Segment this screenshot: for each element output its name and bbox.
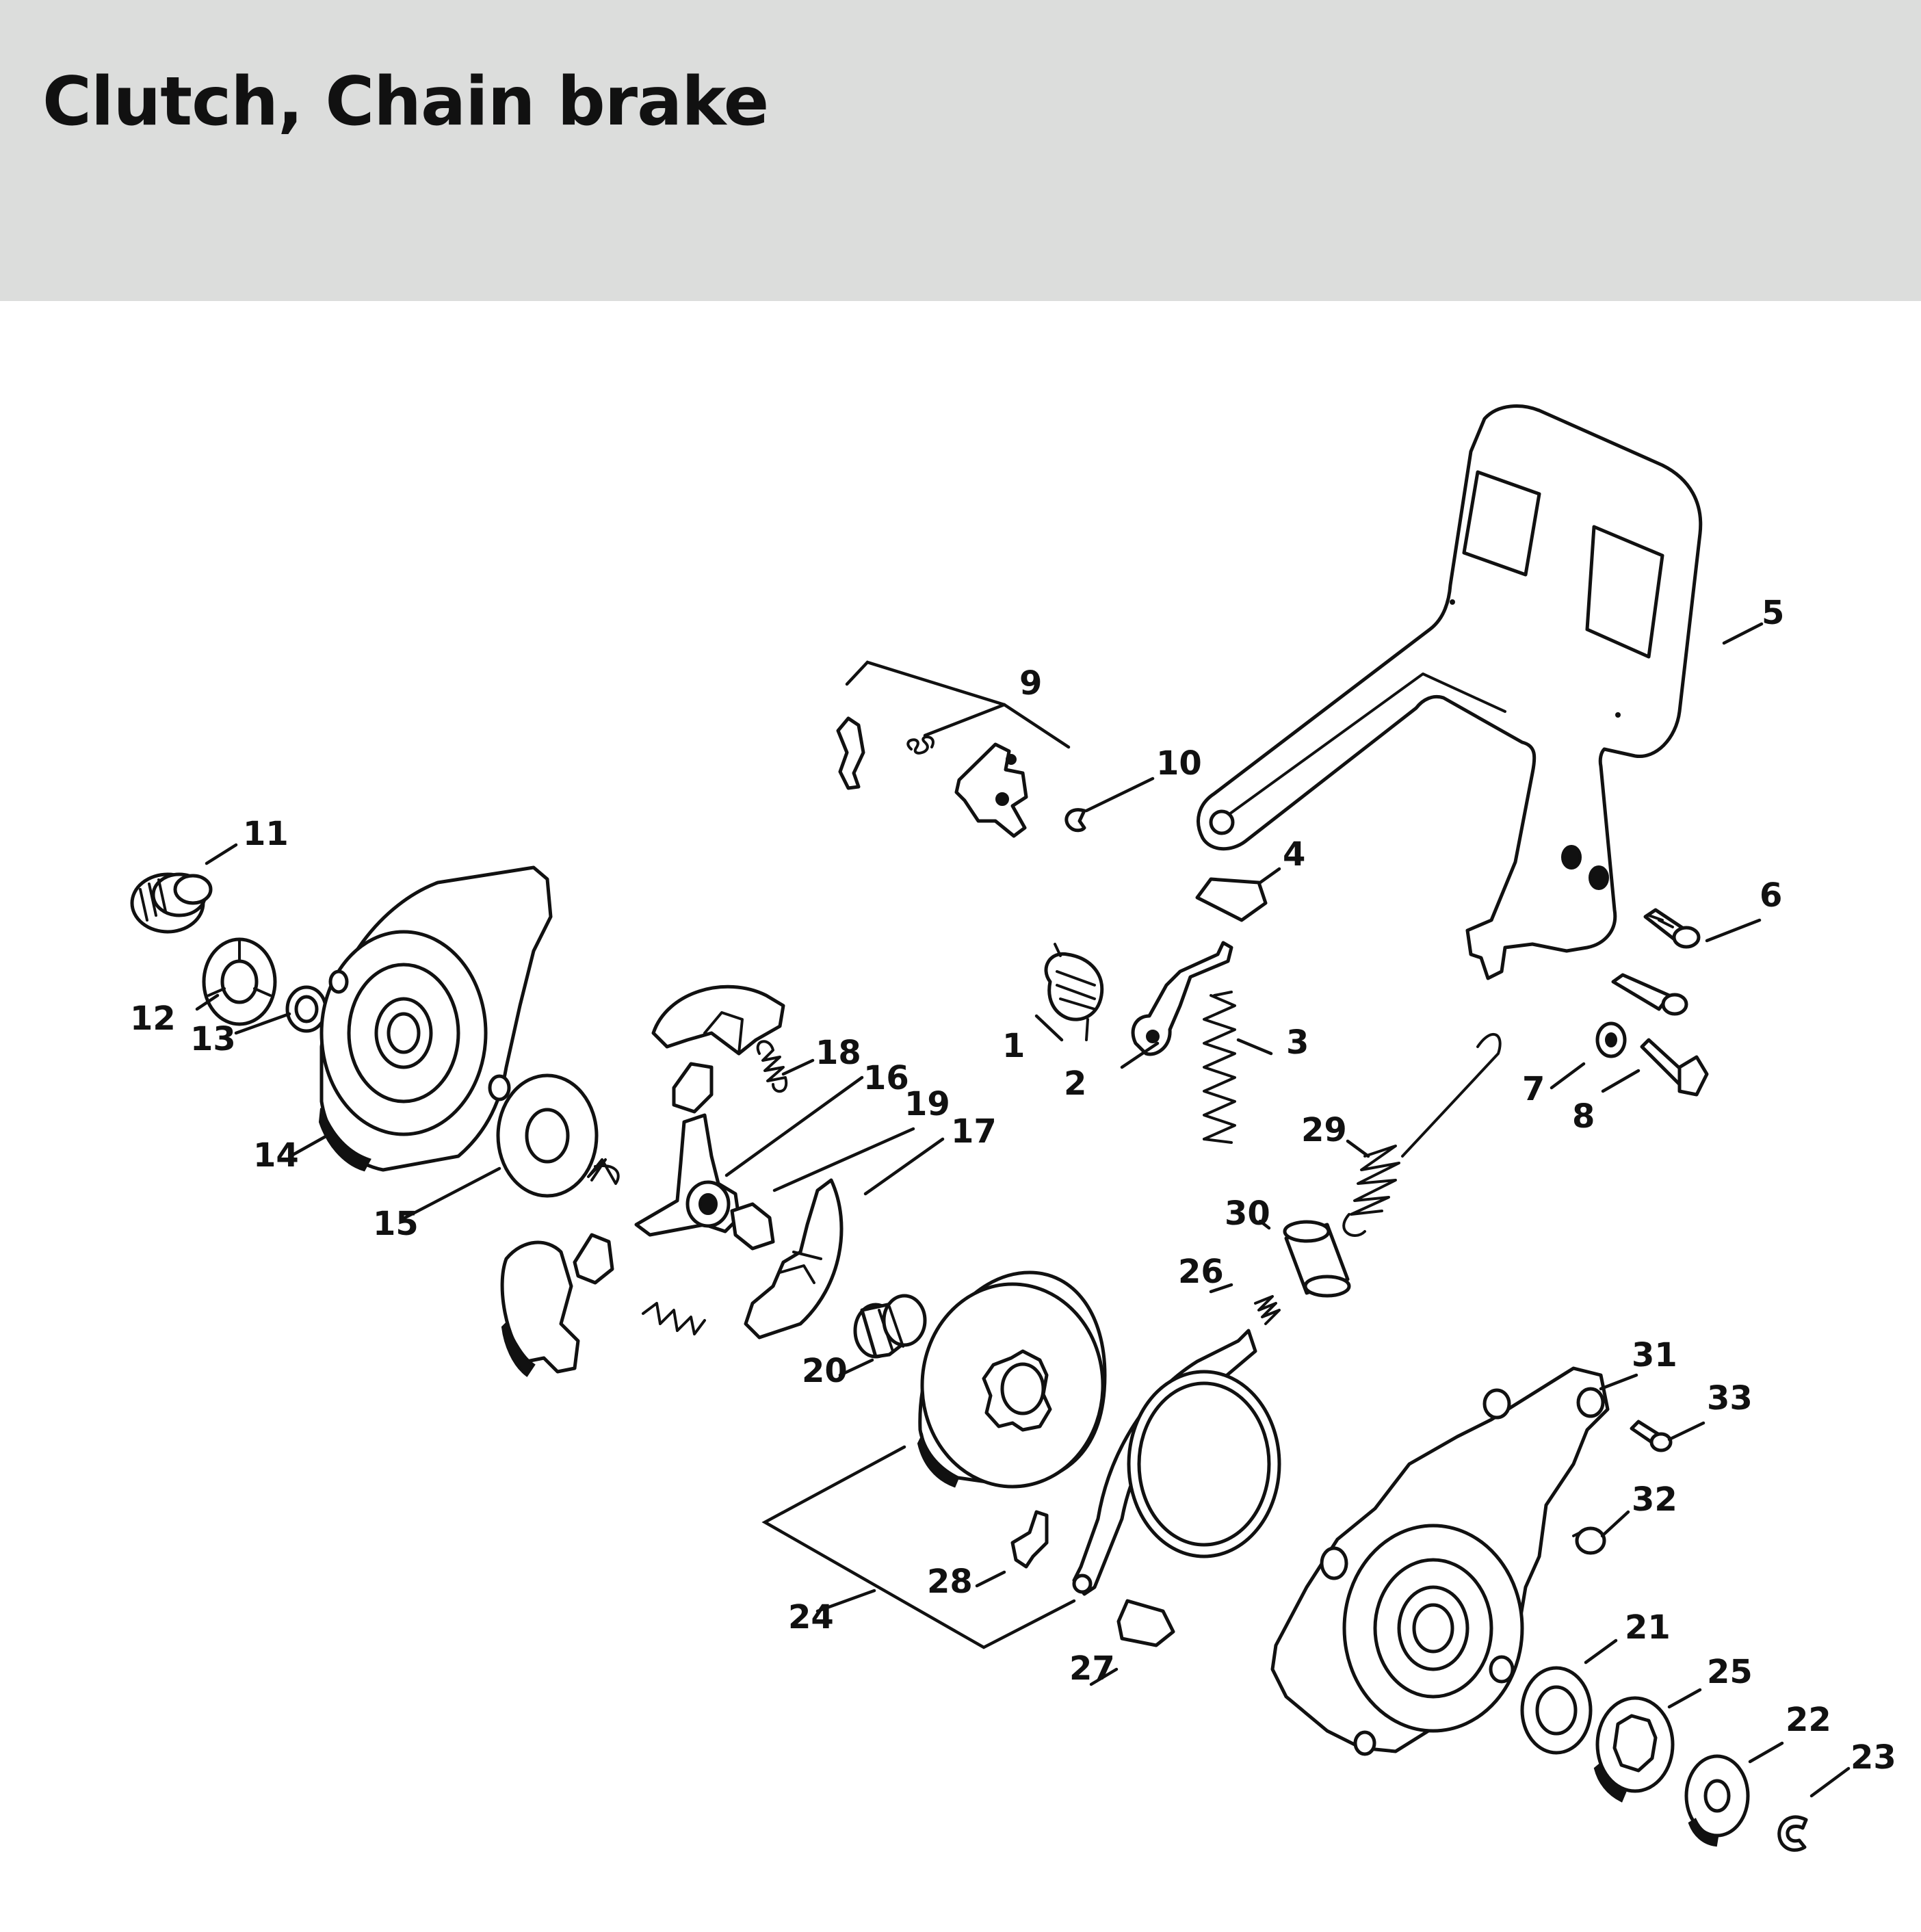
rim-sprocket-part: [1593, 1696, 1675, 1803]
bushing-part: [285, 985, 328, 1033]
callout-23: 23: [1851, 1738, 1896, 1777]
callout-10: 10: [1156, 744, 1202, 783]
callout-16: 16: [863, 1059, 909, 1097]
callout-4: 4: [1283, 835, 1305, 874]
carrier-part: [634, 1113, 775, 1251]
callout-17: 17: [951, 1112, 997, 1151]
callout-2: 2: [1064, 1065, 1086, 1103]
callout-21: 21: [1625, 1608, 1671, 1647]
callout-12: 12: [130, 1000, 176, 1038]
callout-7: 7: [1522, 1070, 1545, 1108]
screw-part-33: [1630, 1420, 1673, 1452]
screw-part-6: [1643, 908, 1701, 949]
callout-32: 32: [1632, 1480, 1677, 1519]
callout-20: 20: [802, 1352, 848, 1390]
clutch-cover-part: [318, 865, 553, 1172]
callout-19: 19: [904, 1085, 950, 1123]
callout-29: 29: [1301, 1111, 1347, 1149]
callout-26: 26: [1178, 1253, 1224, 1291]
callout-25: 25: [1707, 1653, 1753, 1691]
tension-spring-part-18b: [642, 1302, 706, 1335]
callout-18: 18: [815, 1034, 861, 1072]
brake-band-part: [1072, 1329, 1281, 1596]
spring-part-26: [1254, 1295, 1281, 1325]
callout-33: 33: [1707, 1379, 1753, 1418]
washer-part-22: [1684, 1754, 1750, 1847]
hand-guard-part: [1197, 404, 1703, 980]
clutch-shoe-part-right: [744, 1178, 844, 1340]
callout-14: 14: [253, 1136, 299, 1175]
chain-sprocket-cover-part: [1270, 1366, 1610, 1756]
sprocket-ring-part: [1520, 1666, 1593, 1755]
e-clip-part-23: [1777, 1815, 1808, 1852]
thrust-washer-part: [202, 937, 277, 1026]
clutch-drum-part: [917, 1270, 1107, 1489]
shoe-block-part-1: [672, 1062, 714, 1114]
hex-bolt-part-8: [1640, 1038, 1709, 1097]
lever-set-part: [836, 716, 1028, 838]
collar-screw-part: [130, 872, 213, 934]
washer-part-7: [1595, 1021, 1627, 1058]
callout-11: 11: [243, 815, 289, 853]
callout-3: 3: [1286, 1023, 1309, 1062]
page-title: Clutch, Chain brake: [42, 63, 769, 141]
needle-cage-part: [853, 1294, 927, 1359]
callout-27: 27: [1069, 1649, 1115, 1688]
leader-lines: [195, 622, 1851, 1798]
callout-13: 13: [190, 1020, 236, 1058]
stud-part: [1010, 1510, 1049, 1569]
e-clip-part-10: [1064, 808, 1086, 833]
tension-spring-part-29: [1342, 1032, 1502, 1237]
callout-15: 15: [373, 1205, 419, 1243]
callout-22: 22: [1786, 1701, 1831, 1739]
sleeve-part: [1283, 1220, 1351, 1298]
torsion-spring-part: [1044, 943, 1104, 1041]
callout-24: 24: [788, 1598, 834, 1636]
callout-8: 8: [1572, 1097, 1595, 1136]
compression-spring-part: [1203, 991, 1236, 1144]
bell-crank-part: [1131, 941, 1233, 1056]
callout-labels: 1 2 3 4 5 6 7 8 9 10 11 12 13 14 15 16 1…: [130, 594, 1896, 1777]
cover-plate-part: [1116, 1599, 1175, 1647]
screw-part-6b: [1611, 973, 1688, 1016]
callout-6: 6: [1760, 876, 1782, 915]
callout-30: 30: [1225, 1195, 1270, 1233]
tension-spring-part-18: [756, 1040, 788, 1093]
callout-5: 5: [1762, 594, 1784, 632]
header-bar: Clutch, Chain brake: [0, 0, 1921, 301]
callout-31: 31: [1632, 1336, 1677, 1374]
clutch-shoe-part-left: [500, 1240, 580, 1377]
tension-spring-part-15b: [587, 1158, 620, 1185]
callout-28: 28: [927, 1563, 973, 1601]
shoe-block-part-2: [573, 1233, 614, 1285]
callout-9: 9: [1019, 664, 1042, 703]
plug-part: [1572, 1526, 1606, 1555]
washer-disc-part: [496, 1073, 599, 1198]
clutch-shoe-part-top: [651, 984, 785, 1056]
slide-part: [1195, 877, 1268, 922]
callout-1: 1: [1002, 1027, 1025, 1065]
